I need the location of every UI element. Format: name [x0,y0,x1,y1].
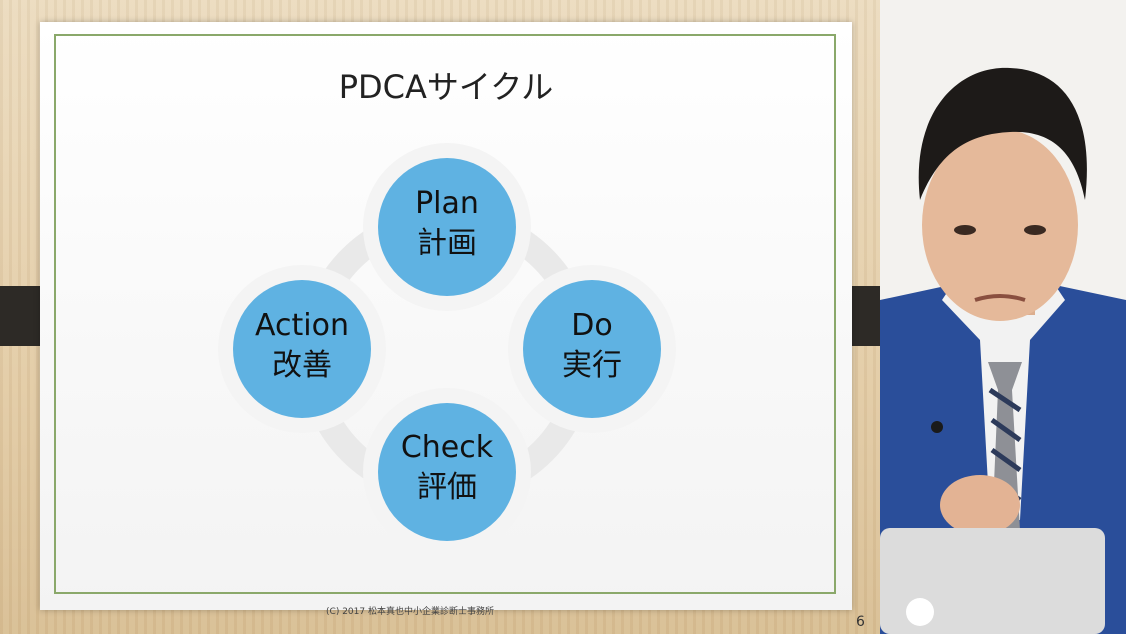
slide-footer: (C) 2017 松本真也中小企業診断士事務所 [326,607,494,617]
slide-frame [54,34,836,594]
presenter-video [880,0,1126,634]
action-ja: 改善 [272,348,332,383]
do-ja: 実行 [562,348,622,383]
slide-title: PDCAサイクル [338,68,554,106]
action-label: Action 改善 [232,306,372,386]
node-plan [363,143,531,311]
node-do [508,265,676,433]
plan-label: Plan 計画 [377,184,517,264]
node-action [218,265,386,433]
check-en: Check [400,430,494,465]
plan-en: Plan [415,186,479,221]
presenter-figure [880,0,1126,634]
node-check [363,388,531,556]
check-ja: 評価 [417,470,477,505]
page-number: 6 [856,614,865,630]
do-en: Do [571,308,613,343]
do-label: Do 実行 [522,306,662,386]
check-label: Check 評価 [377,428,517,508]
action-en: Action [255,308,349,343]
plan-ja: 計画 [417,226,477,261]
